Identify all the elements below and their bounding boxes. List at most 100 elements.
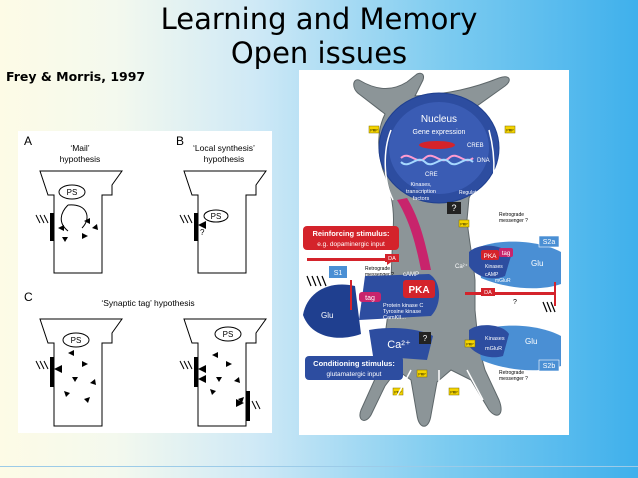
kinases-label-3: factors — [413, 196, 430, 202]
panel-a-caption-2: hypothesis — [60, 154, 101, 164]
svg-text:PRP: PRP — [370, 129, 378, 133]
retrograde-left-1: Retrograde — [365, 266, 390, 272]
dna-label: DNA — [477, 158, 490, 164]
panel-a-ps: PS — [67, 188, 78, 197]
glu-left: Glu — [321, 311, 333, 320]
conditioning-title: Conditioning stimulus: — [313, 359, 395, 368]
signal-path — [397, 198, 431, 270]
panel-c-right-cell: PS — [179, 318, 267, 427]
s1-label: S1 — [334, 270, 343, 277]
ca-label: Ca²⁺ — [387, 339, 411, 351]
glu-right-top: Glu — [531, 259, 543, 268]
question-mid: ? — [423, 334, 428, 343]
stimulation-arrows-left — [306, 275, 327, 287]
conditioning-box — [305, 356, 403, 380]
tag-badge-right — [499, 248, 513, 257]
ca-region — [369, 328, 433, 360]
mglur-top: mGluR — [495, 278, 511, 284]
creb-label: CREB — [467, 143, 484, 149]
pkc-label: Protein kinase C — [383, 303, 423, 309]
retrograde-bottom-2: messenger ? — [499, 376, 528, 382]
panel-c-caption: ‘Synaptic tag’ hypothesis — [101, 298, 194, 308]
nucleus-label: Nucleus — [421, 114, 457, 125]
da-badge-left — [385, 254, 399, 262]
panel-b-caption-1: ‘Local synthesis’ — [193, 143, 255, 153]
question-top: ? — [451, 203, 456, 213]
reinforcing-arrow — [307, 258, 387, 261]
retrograde-top-1: Retrograde — [499, 212, 524, 218]
hypotheses-diagram: A ‘Mail’ hypothesis PS B ‘Local synthesi… — [24, 134, 267, 427]
camkii-label: CamKII... — [383, 315, 406, 321]
stimulation-arrows-right — [542, 301, 556, 313]
s1-badge — [329, 266, 347, 278]
retrograde-bottom-1: Retrograde — [499, 370, 524, 376]
molecular-figure: Nucleus Gene expression CREB DNA CRE Kin… — [299, 70, 569, 435]
creb-protein — [419, 141, 455, 149]
tag-badge-left — [359, 292, 381, 302]
gene-expression-label: Gene expression — [413, 129, 466, 136]
reinforcing-sub: e.g. dopaminergic input — [317, 241, 385, 248]
hypotheses-figure: A ‘Mail’ hypothesis PS B ‘Local synthesi… — [18, 131, 272, 433]
tag-left: tag — [365, 295, 375, 302]
panel-b-question: ? — [200, 228, 205, 237]
svg-text:PRP: PRP — [466, 343, 474, 347]
s2b-badge — [538, 359, 560, 372]
da-left: DA — [388, 256, 396, 262]
question-right: ? — [513, 299, 517, 306]
s2b-label: S2b — [543, 363, 556, 370]
transport-arrows — [384, 129, 495, 410]
svg-text:PRP: PRP — [460, 223, 468, 227]
camp-right: cAMP — [485, 272, 499, 278]
retrograde-top-2: messenger ? — [499, 218, 528, 224]
fapp-label: FAPP — [369, 324, 383, 330]
kinases-label-2: transcription — [406, 189, 436, 195]
ca-right: Ca²⁺ — [455, 263, 468, 270]
kinases-label-1: Kinases, — [410, 182, 432, 188]
reinforcing-box — [303, 226, 399, 250]
cre-label: CRE — [425, 172, 438, 178]
panel-c-ps-right: PS — [223, 330, 234, 339]
footer-rule — [0, 466, 638, 467]
question-box-top — [447, 202, 461, 214]
pka-box-right — [481, 250, 499, 260]
svg-text:PRP: PRP — [506, 129, 514, 133]
pka-label: PKA — [408, 285, 429, 296]
panel-c-letter: C — [24, 290, 33, 304]
panel-c-left-cell: PS — [35, 318, 123, 427]
panel-a-letter: A — [24, 134, 32, 148]
dna-strand-2 — [400, 158, 474, 166]
mglur-bottom: mGluR — [485, 346, 502, 352]
molecular-diagram: Nucleus Gene expression CREB DNA CRE Kin… — [303, 72, 561, 427]
citation: Frey & Morris, 1997 — [6, 69, 146, 84]
s2a-badge — [538, 235, 560, 248]
svg-text:PRP: PRP — [450, 391, 458, 395]
tyrosine-label: Tyrosine kinase — [383, 309, 421, 315]
s2b-spine — [469, 325, 509, 358]
tag-right: tag — [502, 251, 510, 257]
panel-a-caption-1: ‘Mail’ — [70, 143, 89, 153]
pka-right: PKA — [483, 253, 497, 260]
da-badge-right — [481, 288, 495, 296]
panel-b-caption-2: hypothesis — [204, 154, 245, 164]
title-line-2: Open issues — [230, 36, 408, 70]
panel-a-cell: PS — [35, 170, 123, 274]
dna-strand-1 — [400, 154, 474, 162]
panel-c-ps-left: PS — [71, 336, 82, 345]
glu-right-bottom: Glu — [525, 337, 537, 346]
panel-b-cell: PS ? — [179, 170, 267, 274]
s2a-label: S2a — [543, 239, 556, 246]
title-line-1: Learning and Memory — [160, 2, 478, 36]
pka-box — [403, 280, 435, 298]
slide-title: Learning and Memory Open issues — [0, 2, 638, 70]
kinases-right-top: Kinases — [485, 264, 503, 270]
retrograde-left-2: messenger ? — [365, 272, 394, 278]
s1-terminal — [303, 284, 361, 338]
svg-text:PRP: PRP — [418, 373, 426, 377]
panel-b-ps: PS — [211, 212, 222, 221]
camp-left: cAMP — [403, 272, 419, 278]
conditioning-sub: glutamatergic input — [327, 371, 382, 378]
reinforcing-title: Reinforcing stimulus: — [312, 229, 389, 238]
question-box-mid — [419, 332, 431, 344]
regulators-label: Regulators — [459, 190, 484, 196]
da-right: DA — [484, 290, 492, 296]
